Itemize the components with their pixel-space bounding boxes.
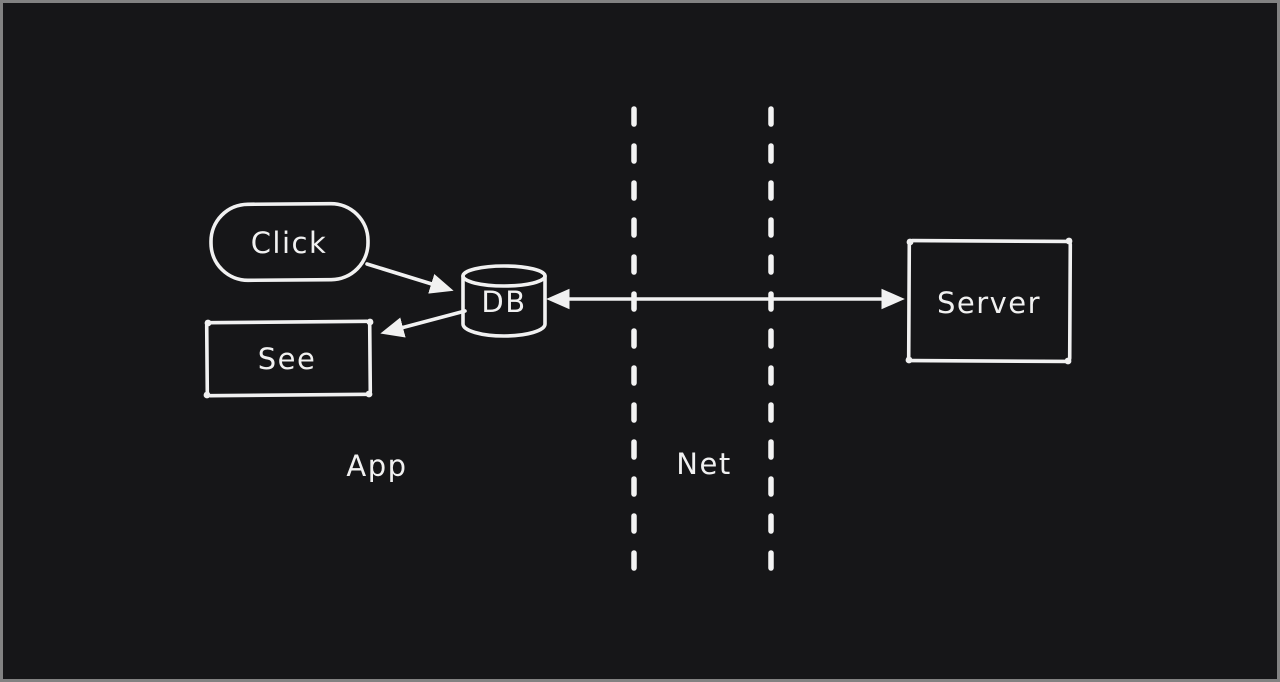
see-corner-dot [366,318,374,326]
server-corner-dot [905,356,913,364]
see-corner-dot [203,391,211,399]
node-see[interactable]: See [203,318,374,399]
click-pill-shape[interactable] [209,201,370,283]
see-corner-dot [204,319,212,327]
node-server[interactable]: Server [905,237,1073,365]
server-rectangle-shape[interactable] [906,238,1073,364]
server-corner-dot [906,238,914,246]
server-corner-dot [1064,357,1072,365]
db-cylinder-top-shape[interactable] [461,264,547,288]
see-rectangle-shape[interactable] [204,319,373,398]
diagram-svg: Click DB See Server App Net [203,106,1073,576]
see-corner-dot [365,390,373,398]
node-click[interactable]: Click [209,201,370,283]
zone-label-net: Net [676,447,731,481]
node-db-label: DB [481,285,526,319]
server-corner-dot [1065,237,1073,245]
edge-click-to-db-arrow[interactable] [365,262,454,294]
edge-db-to-see-arrow[interactable] [380,309,467,338]
node-click-label: Click [251,226,328,260]
node-db[interactable]: DB [461,264,547,338]
db-cylinder-body-shape[interactable] [461,274,547,338]
node-see-label: See [258,342,317,376]
zone-label-app: App [346,449,407,483]
node-server-label: Server [937,286,1041,320]
